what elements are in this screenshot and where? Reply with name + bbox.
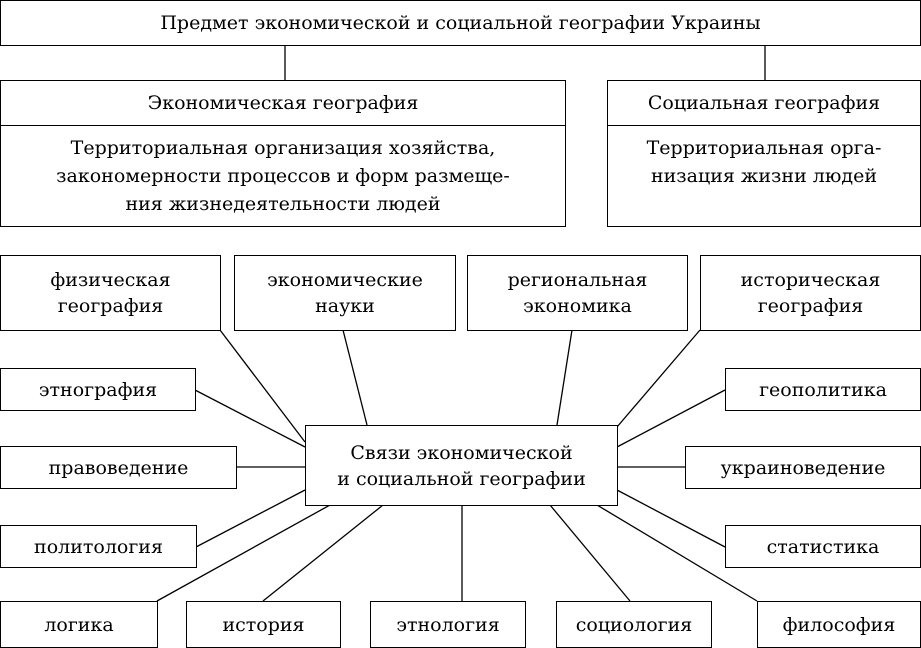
box-label: геополитика bbox=[759, 378, 887, 401]
economic-line: закономерности процессов и форм размеще- bbox=[56, 165, 510, 187]
economic-header: Экономическая география bbox=[1, 81, 565, 126]
social-geography-box: Социальная география Территориальная орг… bbox=[607, 80, 921, 227]
ethnography-box: этнография bbox=[0, 368, 196, 411]
title: Предмет экономической и социальной геогр… bbox=[160, 12, 761, 34]
box-label: этнография bbox=[38, 378, 158, 401]
ethnology-box: этнология bbox=[370, 601, 526, 648]
economic-sciences-box: экономические науки bbox=[234, 255, 456, 331]
box-line: география bbox=[57, 295, 164, 317]
box-label: социология bbox=[575, 613, 693, 636]
regional-economics-box: региональная экономика bbox=[467, 255, 688, 331]
history-box: история bbox=[186, 601, 341, 648]
center-box: Связи экономической и социальной географи… bbox=[305, 425, 618, 506]
historical-geography-box: историческая география bbox=[700, 255, 921, 331]
ukrainian-studies-box: украиноведение bbox=[685, 446, 921, 489]
box-line: историческая bbox=[740, 269, 881, 291]
social-header: Социальная география bbox=[608, 81, 920, 126]
box-line: экономические bbox=[267, 269, 423, 291]
logic-box: логика bbox=[0, 601, 158, 648]
economic-line: Территориальная организация хозяйства, bbox=[70, 137, 496, 159]
box-label: история bbox=[222, 613, 305, 636]
center-line: Связи экономической bbox=[350, 441, 573, 464]
box-label: философия bbox=[782, 613, 896, 636]
philosophy-box: философия bbox=[757, 601, 921, 648]
center-line: и социальной географии bbox=[337, 467, 586, 490]
law-box: правоведение bbox=[0, 446, 237, 489]
economic-geography-box: Экономическая география Территориальная … bbox=[0, 80, 566, 227]
box-line: экономика bbox=[523, 295, 632, 317]
box-label: правоведение bbox=[48, 456, 189, 479]
political-science-box: политология bbox=[0, 525, 197, 568]
box-label: логика bbox=[44, 613, 114, 636]
statistics-box: статистика bbox=[725, 525, 921, 568]
box-line: физическая bbox=[50, 269, 171, 291]
title-box: Предмет экономической и социальной геогр… bbox=[0, 0, 921, 46]
geopolitics-box: геополитика bbox=[725, 368, 921, 411]
economic-line: ния жизнедеятельности людей bbox=[125, 193, 441, 215]
social-line: Территориальная орга- bbox=[646, 137, 882, 159]
box-line: науки bbox=[315, 295, 375, 317]
box-line: география bbox=[757, 295, 864, 317]
physical-geography-box: физическая география bbox=[0, 255, 221, 331]
box-label: статистика bbox=[766, 535, 880, 558]
box-label: этнология bbox=[396, 613, 500, 636]
box-label: украиноведение bbox=[720, 456, 886, 479]
box-label: политология bbox=[34, 535, 163, 558]
sociology-box: социология bbox=[556, 601, 712, 648]
social-line: низация жизни людей bbox=[650, 165, 877, 187]
box-line: региональная bbox=[507, 269, 648, 291]
